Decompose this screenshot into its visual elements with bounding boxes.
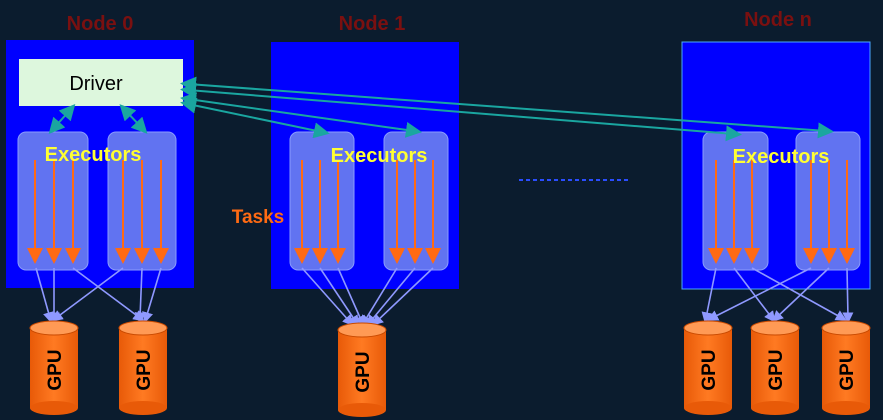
- gpu-cylinder: GPU: [750, 320, 800, 415]
- node-1-label: Node 1: [339, 13, 406, 35]
- gpu-label: GPU: [837, 349, 858, 390]
- executors-label-node-1: Executors: [331, 145, 428, 167]
- executors-label-node-0: Executors: [45, 144, 142, 166]
- driver-label: Driver: [69, 73, 123, 95]
- gpu-label: GPU: [134, 349, 155, 390]
- gpu-cylinder: GPU: [29, 320, 79, 415]
- gpu-links: [35, 267, 854, 328]
- gpu-cylinder: GPU: [337, 322, 387, 417]
- gpu-cylinder: GPU: [821, 320, 871, 415]
- gpu-label: GPU: [353, 351, 374, 392]
- task-arrows: [27, 160, 855, 264]
- gpu-label: GPU: [699, 349, 720, 390]
- executors-label-node-n: Executors: [733, 146, 830, 168]
- node-0-label: Node 0: [67, 13, 134, 35]
- gpu-cylinder: GPU: [683, 320, 733, 415]
- driver-box: [19, 59, 183, 106]
- node-n-label: Node n: [744, 9, 812, 31]
- driver-links: [48, 76, 834, 142]
- gpu-label: GPU: [45, 349, 66, 390]
- tasks-label: Tasks: [232, 207, 284, 228]
- gpu-label: GPU: [766, 349, 787, 390]
- gpu-cylinder: GPU: [118, 320, 168, 415]
